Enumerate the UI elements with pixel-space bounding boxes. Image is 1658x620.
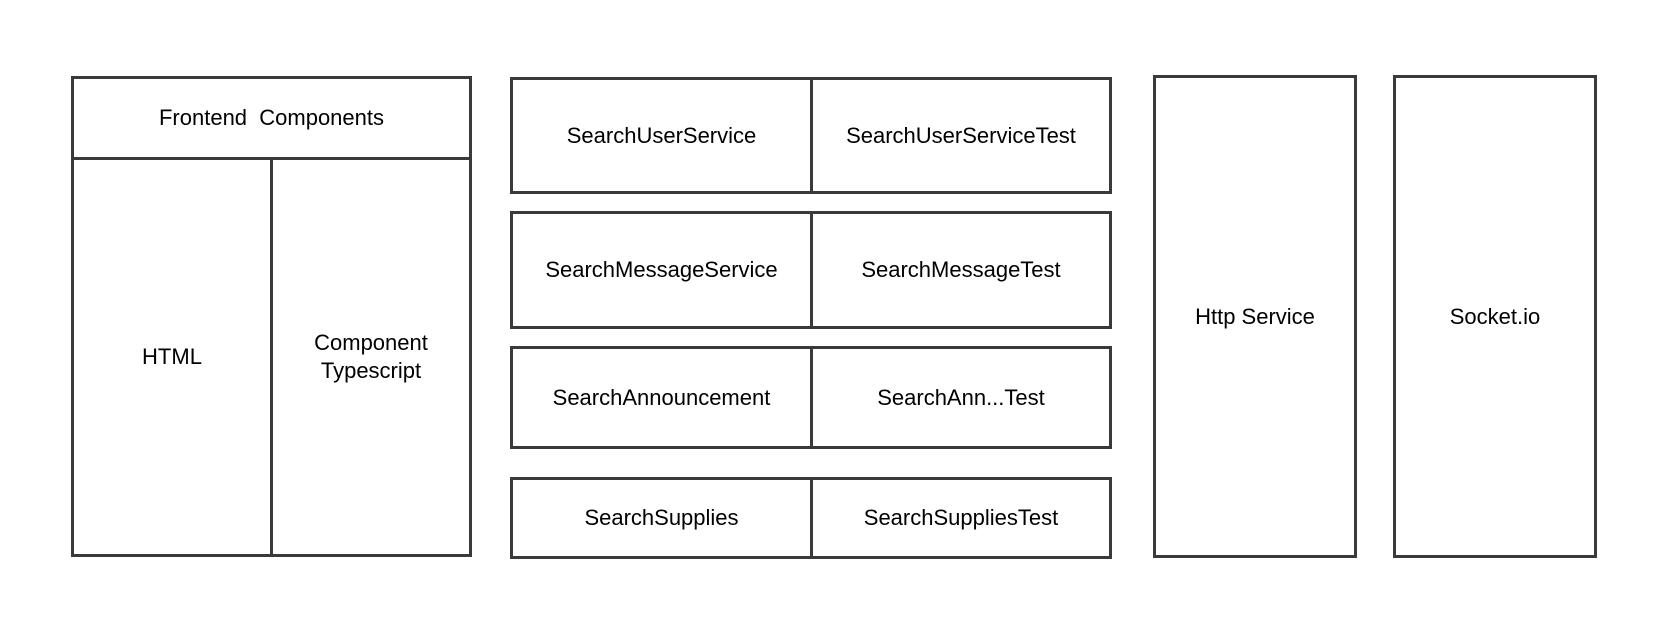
html-label: HTML (142, 344, 202, 369)
search-supplies-test-label: SearchSuppliesTest (863, 505, 1059, 530)
frontend-components-header: Frontend Components (71, 76, 472, 160)
search-announcement-test-box: SearchAnn...Test (810, 346, 1112, 449)
frontend-components-title: Frontend Components (158, 105, 385, 130)
socket-io-label: Socket.io (1449, 303, 1541, 329)
search-user-service-test-box: SearchUserServiceTest (810, 77, 1112, 194)
search-announcement-test-label: SearchAnn...Test (877, 384, 1045, 410)
search-message-test-box: SearchMessageTest (810, 211, 1112, 329)
search-user-service-test-label: SearchUserServiceTest (846, 122, 1076, 148)
component-label-line1: Component (314, 330, 428, 355)
search-announcement-box: SearchAnnouncement (510, 346, 813, 449)
socket-io-box: Socket.io (1393, 75, 1597, 558)
search-supplies-label: SearchSupplies (584, 505, 739, 530)
search-user-service-box: SearchUserService (510, 77, 813, 194)
html-box: HTML (71, 157, 273, 557)
search-user-service-label: SearchUserService (566, 122, 757, 148)
component-typescript-label: Component Typescript (314, 329, 428, 385)
http-service-label: Http Service (1195, 303, 1315, 329)
http-service-box: Http Service (1153, 75, 1357, 558)
component-typescript-box: Component Typescript (270, 157, 472, 557)
search-message-service-box: SearchMessageService (510, 211, 813, 329)
search-supplies-test-box: SearchSuppliesTest (810, 477, 1112, 559)
search-message-test-label: SearchMessageTest (861, 257, 1061, 282)
search-message-service-label: SearchMessageService (545, 257, 778, 282)
component-label-line2: Typescript (320, 358, 422, 383)
search-supplies-box: SearchSupplies (510, 477, 813, 559)
search-announcement-label: SearchAnnouncement (552, 384, 771, 410)
